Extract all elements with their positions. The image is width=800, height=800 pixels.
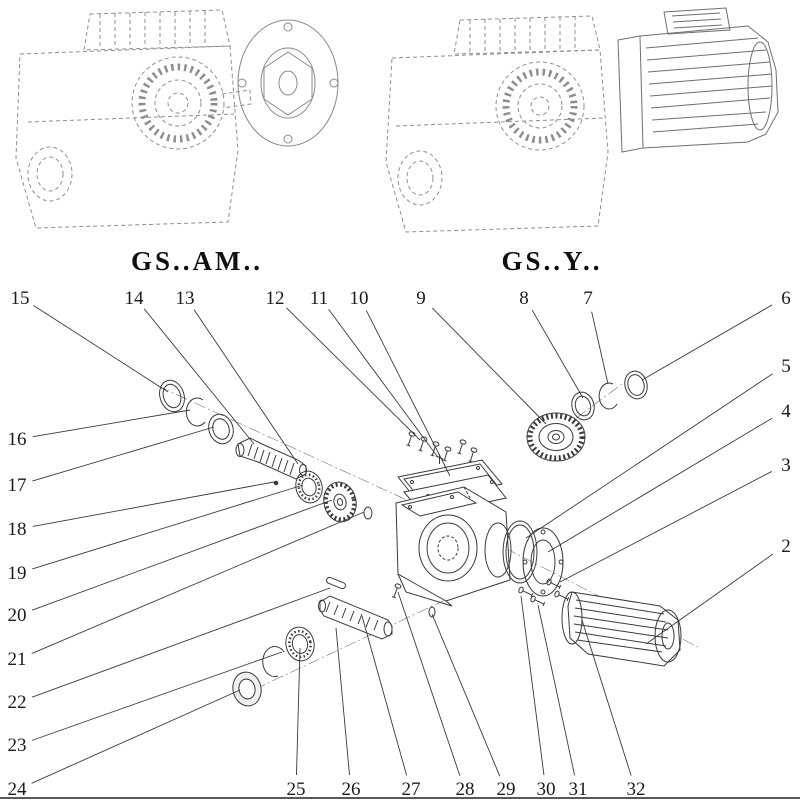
callout-4: 4: [781, 401, 791, 422]
leader-lines: [31, 304, 774, 784]
callout-14: 14: [125, 288, 145, 309]
leader-line-19: [32, 484, 304, 570]
callout-18: 18: [8, 519, 27, 540]
part-output-washer: [232, 671, 262, 707]
leader-line-25: [296, 647, 301, 776]
variant-label-y: GS..Y..: [501, 246, 602, 276]
part-input-gear: [323, 481, 373, 523]
leader-line-17: [32, 426, 215, 482]
part-output-bearing: [285, 626, 315, 662]
part-oring: [363, 506, 373, 520]
callout-2: 2: [781, 536, 791, 557]
callout-16: 16: [8, 429, 27, 450]
callout-8: 8: [519, 288, 529, 309]
leader-line-13: [193, 309, 299, 465]
leader-line-31: [537, 604, 576, 776]
part-main-gear: [526, 412, 586, 462]
callout-24: 24: [8, 779, 28, 800]
gearbox-drawing-am: [15, 9, 339, 229]
callout-31: 31: [569, 779, 588, 800]
leader-line-29: [431, 613, 501, 777]
callout-26: 26: [342, 779, 361, 800]
callout-7: 7: [583, 288, 593, 309]
leader-line-12: [286, 307, 421, 441]
callout-10: 10: [350, 288, 369, 309]
leader-line-8: [531, 309, 584, 399]
leader-line-2: [645, 553, 774, 645]
callout-17: 17: [8, 475, 27, 496]
motor-drawing: [617, 7, 779, 153]
part-key: [326, 576, 346, 590]
leader-line-4: [547, 417, 773, 553]
flange-disc: [237, 19, 339, 147]
callout-21: 21: [8, 649, 27, 670]
callout-3: 3: [781, 455, 791, 476]
callout-5: 5: [781, 356, 791, 377]
part-housing: [395, 486, 512, 607]
part-output-circlip: [262, 646, 285, 678]
callout-28: 28: [456, 779, 475, 800]
callout-6: 6: [781, 288, 791, 309]
callout-12: 12: [266, 288, 285, 309]
callout-13: 13: [176, 288, 195, 309]
leader-line-14: [143, 308, 255, 445]
callout-22: 22: [8, 692, 27, 713]
callout-23: 23: [8, 735, 27, 756]
leader-line-22: [31, 587, 331, 698]
part-flange-bolts: [517, 577, 570, 608]
leader-line-15: [33, 305, 169, 393]
part-pin: [273, 480, 279, 486]
part-input-rings: [159, 379, 234, 445]
part-output-shaft: [318, 576, 436, 640]
leader-line-26: [335, 627, 350, 776]
leader-line-24: [31, 689, 241, 784]
callout-15: 15: [11, 288, 30, 309]
part-worm-shaft: [235, 437, 307, 486]
part-flange-gasket: [502, 520, 538, 584]
leader-line-18: [32, 481, 275, 527]
callout-27: 27: [402, 779, 421, 800]
leader-line-30: [520, 595, 545, 776]
leader-line-23: [31, 651, 283, 741]
leader-line-27: [361, 615, 408, 776]
callout-9: 9: [416, 288, 426, 309]
part-motor: [561, 591, 682, 667]
variant-label-am: GS..AM..: [131, 246, 263, 276]
leader-line-32: [581, 619, 632, 776]
leader-line-9: [431, 307, 547, 425]
callout-25: 25: [287, 779, 306, 800]
leader-line-6: [641, 304, 773, 381]
callout-19: 19: [8, 563, 27, 584]
leader-line-5: [525, 373, 773, 539]
leader-line-16: [32, 409, 191, 438]
callout-30: 30: [537, 779, 556, 800]
part-washer-small: [428, 606, 436, 618]
callout-32: 32: [627, 779, 646, 800]
leader-line-21: [31, 511, 365, 654]
gearbox-drawing-y: [385, 7, 779, 233]
callout-20: 20: [8, 605, 27, 626]
part-motor-flange: [522, 527, 564, 597]
callout-29: 29: [497, 779, 516, 800]
exploded-parts: [157, 370, 701, 707]
callout-11: 11: [310, 288, 328, 309]
leader-line-20: [31, 499, 333, 611]
leader-line-28: [397, 591, 461, 776]
leader-line-11: [328, 308, 438, 457]
leader-line-3: [559, 471, 772, 583]
part-input-bearing: [295, 470, 323, 504]
leader-line-10: [365, 310, 451, 477]
leader-line-7: [591, 311, 609, 385]
